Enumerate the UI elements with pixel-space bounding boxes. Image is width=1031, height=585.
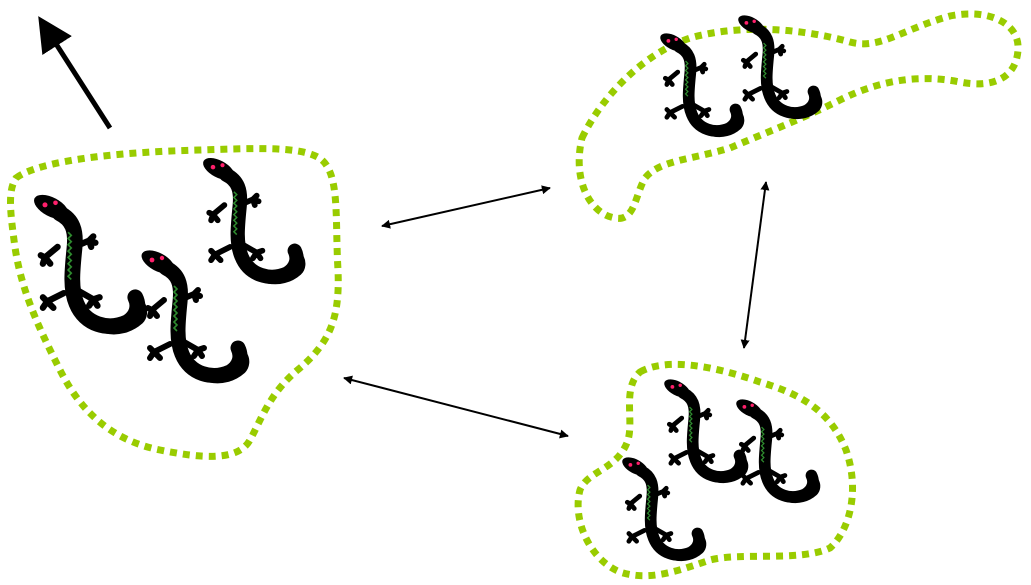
connection-left-bottom-right [343,375,569,439]
lizard-icon [619,454,703,558]
patch-boundary-left [7,145,342,460]
lizard-icon [138,246,245,380]
connection-top-right-bottom-right [740,181,770,349]
lizard-icon [30,190,143,330]
connection-left-top-right [381,185,551,229]
dispersal-arrow [38,16,113,130]
lizard-icon [200,153,302,280]
lizard-icon [733,396,817,500]
lizard-icon [661,376,745,480]
patch-boundary-bottom-right [574,360,856,580]
lizard-icon [657,30,741,134]
